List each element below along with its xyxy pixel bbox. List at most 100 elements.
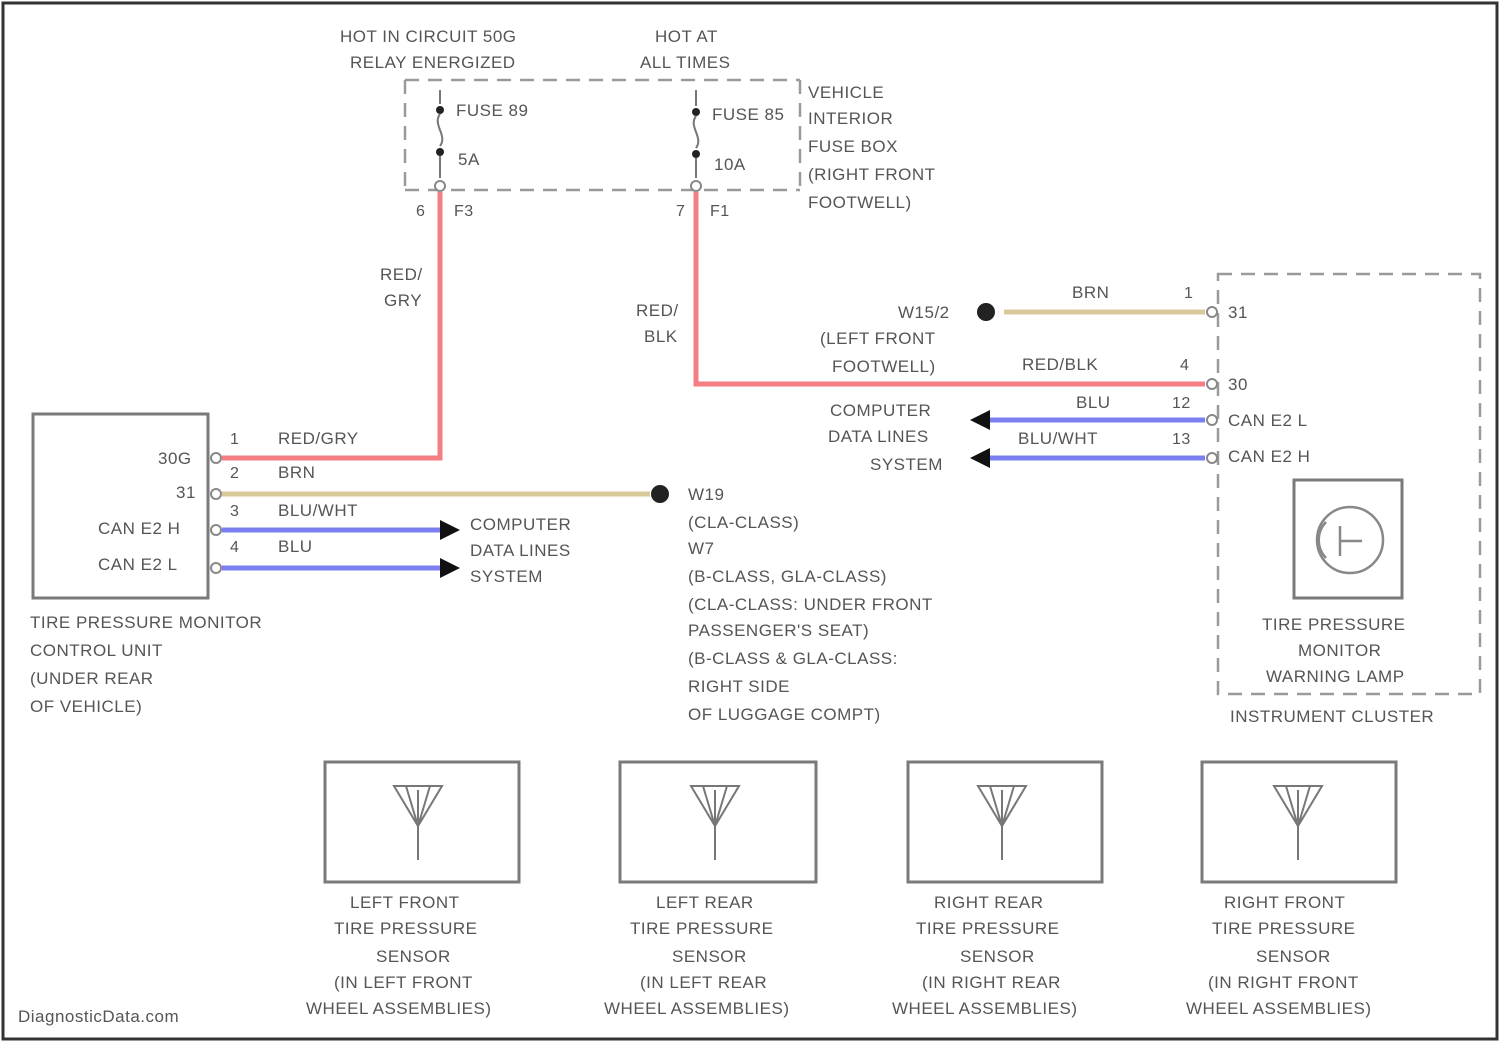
right-supply-label-line2: ALL TIMES (640, 53, 730, 72)
cluster-terminal: CAN E2 H (1228, 447, 1310, 466)
sensor-label-line: TIRE PRESSURE (630, 919, 773, 938)
sensor-label-line: (IN LEFT REAR (640, 973, 767, 992)
cluster-pin (1207, 453, 1217, 463)
warning-lamp-line: MONITOR (1298, 641, 1381, 660)
fuse-89: FUSE 89 5A 6 F3 (416, 90, 528, 220)
ground-w15-line: W15/2 (898, 303, 950, 322)
cluster-terminal: 30 (1228, 375, 1248, 394)
can-h-left-arrow (440, 520, 460, 540)
ground-w19-line: PASSENGER'S SEAT) (688, 621, 869, 640)
ground-w19-line: (CLA-CLASS: UNDER FRONT (688, 595, 933, 614)
wire-blu-label: BLU (1076, 393, 1111, 412)
cluster-pin-number: 1 (1184, 285, 1193, 302)
sensor-label-line: WHEEL ASSEMBLIES) (1186, 999, 1371, 1018)
control-unit-name-line: CONTROL UNIT (30, 641, 163, 660)
wire-brn-label: BRN (1072, 283, 1109, 302)
cdl-left-line: SYSTEM (470, 567, 543, 586)
fuse-85-element (694, 90, 699, 178)
fuse-89-name: FUSE 89 (456, 101, 528, 120)
cluster-pin (1207, 415, 1217, 425)
fuse-89-connector: F3 (454, 203, 474, 220)
fuse-85-pin (691, 181, 701, 191)
warning-lamp-line: TIRE PRESSURE (1262, 615, 1405, 634)
sensor-label-line: SENSOR (1256, 947, 1331, 966)
sensor-label-line: WHEEL ASSEMBLIES) (604, 999, 789, 1018)
sensor-label-line: LEFT REAR (656, 893, 754, 912)
wire-red-blk-cluster-label: RED/BLK (1022, 355, 1098, 374)
ground-w15-line: FOOTWELL) (832, 357, 936, 376)
warning-lamp-box (1294, 480, 1402, 598)
ground-w19-label: W19 (CLA-CLASS) W7 (B-CLASS, GLA-CLASS) … (688, 485, 933, 724)
cluster-pin (1207, 307, 1217, 317)
cluster-pin (1207, 379, 1217, 389)
watermark: DiagnosticData.com (18, 1007, 179, 1026)
control-unit-wire-color: BLU (278, 537, 313, 556)
fuse-box-label: VEHICLE INTERIOR FUSE BOX (RIGHT FRONT F… (808, 83, 936, 212)
sensor-label-line: LEFT FRONT (350, 893, 460, 912)
cdl-left-line: COMPUTER (470, 515, 571, 534)
fuse-85-bottom-terminal (692, 150, 700, 158)
ground-w19-line: (B-CLASS, GLA-CLASS) (688, 567, 887, 586)
ground-w19-line: W7 (688, 539, 715, 558)
cluster-pin-number: 13 (1172, 431, 1191, 448)
control-unit-wire-color: BRN (278, 463, 315, 482)
ground-w19-line: W19 (688, 485, 724, 504)
ground-w19-line: (CLA-CLASS) (688, 513, 799, 532)
fuse-89-element (438, 90, 443, 178)
cdl-right-line: DATA LINES (828, 427, 929, 446)
ground-w15-point (977, 303, 995, 321)
fuse-85-rating: 10A (714, 155, 746, 174)
wire-red-blk-label-line2: BLK (644, 327, 678, 346)
control-unit-pin-number: 1 (230, 431, 239, 448)
wire-red-blk (696, 192, 1205, 384)
sensor-label-line: SENSOR (672, 947, 747, 966)
fuse-85: FUSE 85 10A 7 F1 (676, 90, 784, 220)
fuse-85-connector: F1 (710, 203, 730, 220)
fuse-89-rating: 5A (458, 150, 480, 169)
fuse-89-pin (435, 181, 445, 191)
sensor-label-line: (IN RIGHT FRONT (1208, 973, 1359, 992)
cdl-right-line: COMPUTER (830, 401, 931, 420)
can-l-right-arrow (970, 410, 990, 430)
fuse-box-label-line: FOOTWELL) (808, 193, 912, 212)
left-supply-label-line2: RELAY ENERGIZED (350, 53, 516, 72)
cluster-pin-number: 4 (1180, 357, 1189, 374)
control-unit-name-line: (UNDER REAR (30, 669, 154, 688)
control-unit-pin (211, 489, 221, 499)
sensor-left-rear: LEFT REAR TIRE PRESSURE SENSOR (IN LEFT … (604, 762, 816, 1018)
ground-w19-line: (B-CLASS & GLA-CLASS: (688, 649, 898, 668)
sensor-label-line: SENSOR (960, 947, 1035, 966)
ground-w19-line: OF LUGGAGE COMPT) (688, 705, 881, 724)
control-unit-name-line: OF VEHICLE) (30, 697, 142, 716)
sensor-box (325, 762, 519, 882)
control-unit-pin-number: 3 (230, 503, 239, 520)
instrument-cluster-name: INSTRUMENT CLUSTER (1230, 707, 1434, 726)
cluster-pin-number: 12 (1172, 395, 1191, 412)
right-supply-label-line1: HOT AT (655, 27, 718, 46)
sensor-label-line: TIRE PRESSURE (1212, 919, 1355, 938)
control-unit-wire-color: RED/GRY (278, 429, 359, 448)
cluster-terminal: CAN E2 L (1228, 411, 1308, 430)
cdl-right-line: SYSTEM (870, 455, 943, 474)
sensor-label-line: WHEEL ASSEMBLIES) (892, 999, 1077, 1018)
control-unit-wire-color: BLU/WHT (278, 501, 358, 520)
can-l-left-arrow (440, 558, 460, 578)
cdl-left-line: DATA LINES (470, 541, 571, 560)
sensor-label-line: WHEEL ASSEMBLIES) (306, 999, 491, 1018)
control-unit-pin-number: 2 (230, 465, 239, 482)
control-unit-terminal: 30G (158, 449, 192, 468)
wire-red-gry-label-line2: GRY (384, 291, 422, 310)
left-supply-label-line1: HOT IN CIRCUIT 50G (340, 27, 517, 46)
sensor-label-line: (IN LEFT FRONT (334, 973, 473, 992)
sensor-left-front: LEFT FRONT TIRE PRESSURE SENSOR (IN LEFT… (306, 762, 519, 1018)
sensor-label-line: TIRE PRESSURE (916, 919, 1059, 938)
cluster-terminal: 31 (1228, 303, 1248, 322)
control-unit-terminal: CAN E2 H (98, 519, 180, 538)
sensor-right-front: RIGHT FRONT TIRE PRESSURE SENSOR (IN RIG… (1186, 762, 1396, 1018)
control-unit-terminal: 31 (176, 483, 196, 502)
fuse-89-top-terminal (436, 106, 444, 114)
ground-w19-line: RIGHT SIDE (688, 677, 790, 696)
wire-red-blk-label-line1: RED/ (636, 301, 679, 320)
can-h-right-arrow (970, 448, 990, 468)
